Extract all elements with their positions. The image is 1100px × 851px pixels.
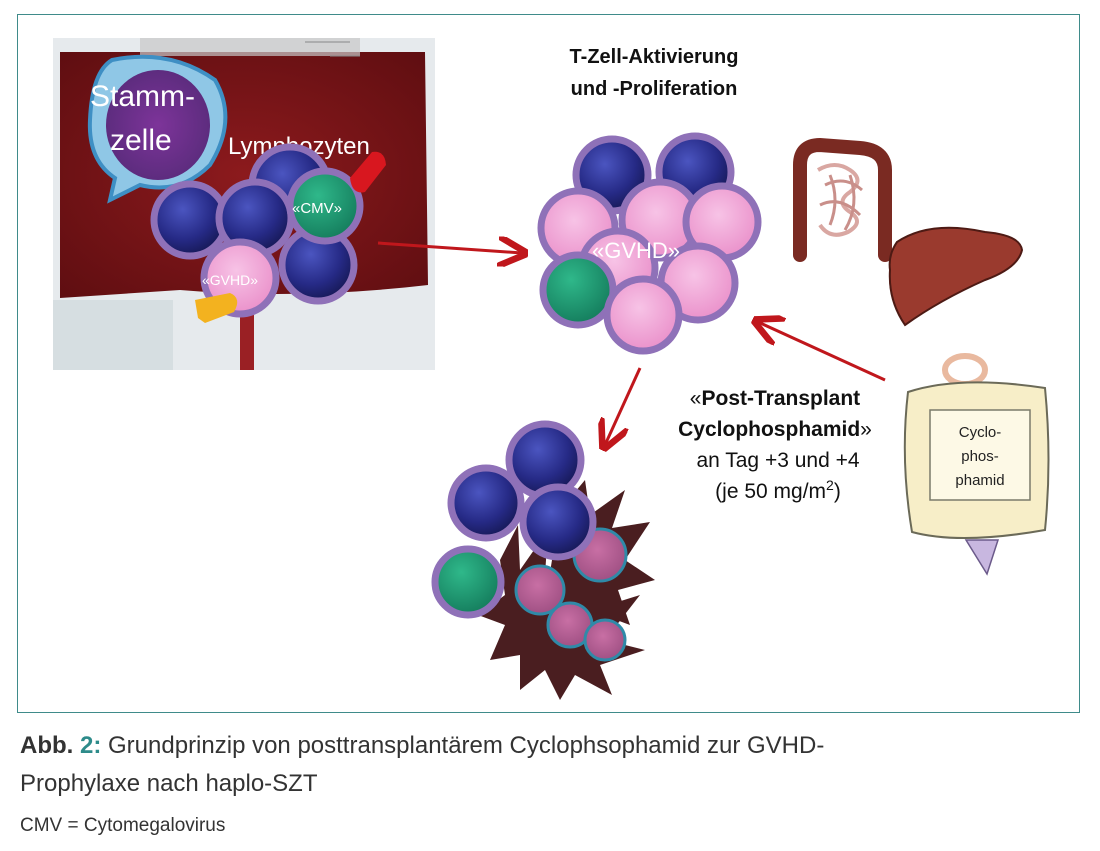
gvhd-cell-label-small: «GVHD» bbox=[202, 272, 258, 288]
t-cell bbox=[150, 180, 230, 260]
receptor-shape-red bbox=[350, 151, 386, 193]
receptor-shape-yellow bbox=[195, 293, 238, 323]
footnote: CMV = Cytomegalovirus bbox=[20, 815, 226, 836]
ptcy-line4-b: ) bbox=[834, 480, 841, 503]
cmv-cell-label: «CMV» bbox=[292, 200, 342, 217]
intestine-icon bbox=[793, 137, 892, 262]
dead-cell bbox=[514, 564, 566, 616]
gvhd-cell bbox=[603, 275, 683, 355]
ptcy-line4: (je 50 mg/m2) bbox=[715, 477, 841, 503]
arrow-to-apoptosis bbox=[605, 367, 642, 445]
caption-label: Abb. bbox=[20, 732, 80, 759]
stem-cell-label-2: zelle bbox=[110, 124, 172, 157]
stem-cell bbox=[87, 54, 228, 204]
caption-text-line2: Prophylaxe nach haplo-SZT bbox=[20, 770, 318, 797]
dead-cell bbox=[583, 618, 627, 662]
bag-label-2: phos- bbox=[961, 448, 999, 465]
bag-label-3: phamid bbox=[955, 472, 1004, 489]
ptcy-line4-sup: 2 bbox=[826, 477, 834, 493]
ptcy-line2-text: Cyclophosphamid bbox=[678, 418, 860, 441]
ptcy-open-quote: « bbox=[690, 387, 702, 410]
t-cell bbox=[447, 464, 525, 542]
ptcy-line4-a: (je 50 mg/m bbox=[715, 480, 826, 503]
ptcy-line1: «Post-Transplant bbox=[690, 387, 860, 410]
stem-cell-label-1: Stamm- bbox=[90, 80, 195, 113]
t-cell bbox=[519, 483, 597, 561]
cmv-cell bbox=[286, 167, 364, 245]
activation-title-1: T-Zell-Aktivierung bbox=[570, 46, 739, 68]
ptcy-line1-text: Post-Transplant bbox=[701, 387, 860, 410]
activation-title-2: und -Proliferation bbox=[571, 78, 738, 100]
proliferation-cluster bbox=[537, 132, 762, 355]
cyclophosphamide-bag bbox=[903, 353, 1050, 576]
ptcy-line2: Cyclophosphamid» bbox=[678, 418, 872, 441]
cmv-cell bbox=[539, 251, 617, 329]
caption-text-line1: Grundprinzip von posttransplantärem Cycl… bbox=[101, 732, 825, 759]
apoptotic-cluster bbox=[431, 420, 655, 700]
figure-caption: Abb. 2: Grundprinzip von posttransplantä… bbox=[20, 727, 1080, 803]
gvhd-cluster-label: «GVHD» bbox=[592, 238, 680, 263]
gvhd-diagram: Stamm- zelle Lymphozyten «CMV» «GVHD» T-… bbox=[53, 38, 1050, 700]
bag-label-1: Cyclo- bbox=[959, 424, 1002, 441]
ptcy-line3: an Tag +3 und +4 bbox=[696, 449, 859, 472]
liver-icon bbox=[888, 226, 1024, 327]
ptcy-close-quote: » bbox=[860, 418, 872, 441]
t-cell bbox=[505, 420, 585, 500]
cmv-cell bbox=[431, 545, 505, 619]
arrow-to-activation bbox=[377, 243, 522, 253]
arrow-cyclophosphamide bbox=[758, 322, 886, 382]
caption-number: 2: bbox=[80, 732, 102, 759]
